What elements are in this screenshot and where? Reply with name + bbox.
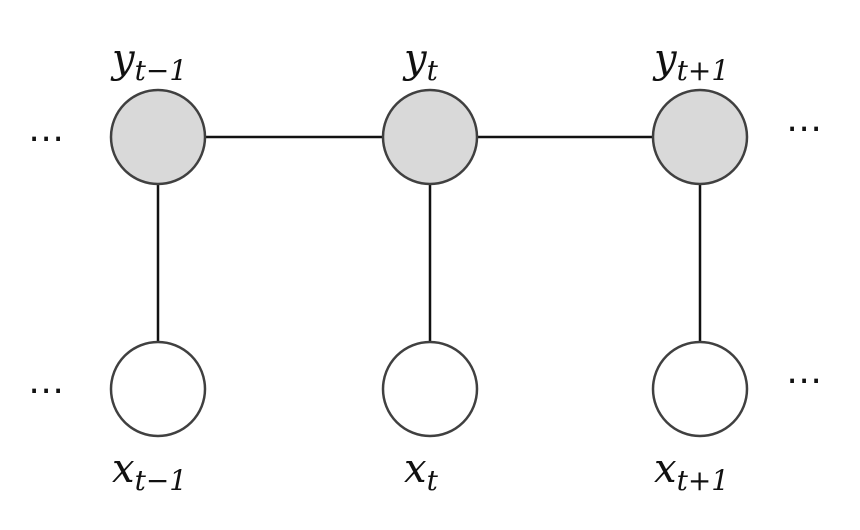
label-y-t: yt <box>402 36 439 87</box>
hidden-node-y-t <box>381 88 479 186</box>
label-x-t-minus-1: xt−1 <box>112 446 187 497</box>
observed-node-x-t <box>381 340 479 438</box>
ellipsis-left-bottom: ⋯ <box>28 370 64 411</box>
ellipsis-right-top: ⋯ <box>786 108 822 149</box>
observed-node-x-t-minus-1 <box>109 340 207 438</box>
hidden-node-y-t-plus-1 <box>651 88 749 186</box>
ellipsis-right-bottom: ⋯ <box>786 360 822 401</box>
observed-node-x-t-plus-1 <box>651 340 749 438</box>
hidden-node-y-t-minus-1 <box>109 88 207 186</box>
label-x-t: xt <box>404 446 439 497</box>
ellipsis-left-top: ⋯ <box>28 118 64 159</box>
label-y-t-minus-1: yt−1 <box>110 36 187 87</box>
label-y-t-plus-1: yt+1 <box>652 36 729 87</box>
label-x-t-plus-1: xt+1 <box>654 446 729 497</box>
